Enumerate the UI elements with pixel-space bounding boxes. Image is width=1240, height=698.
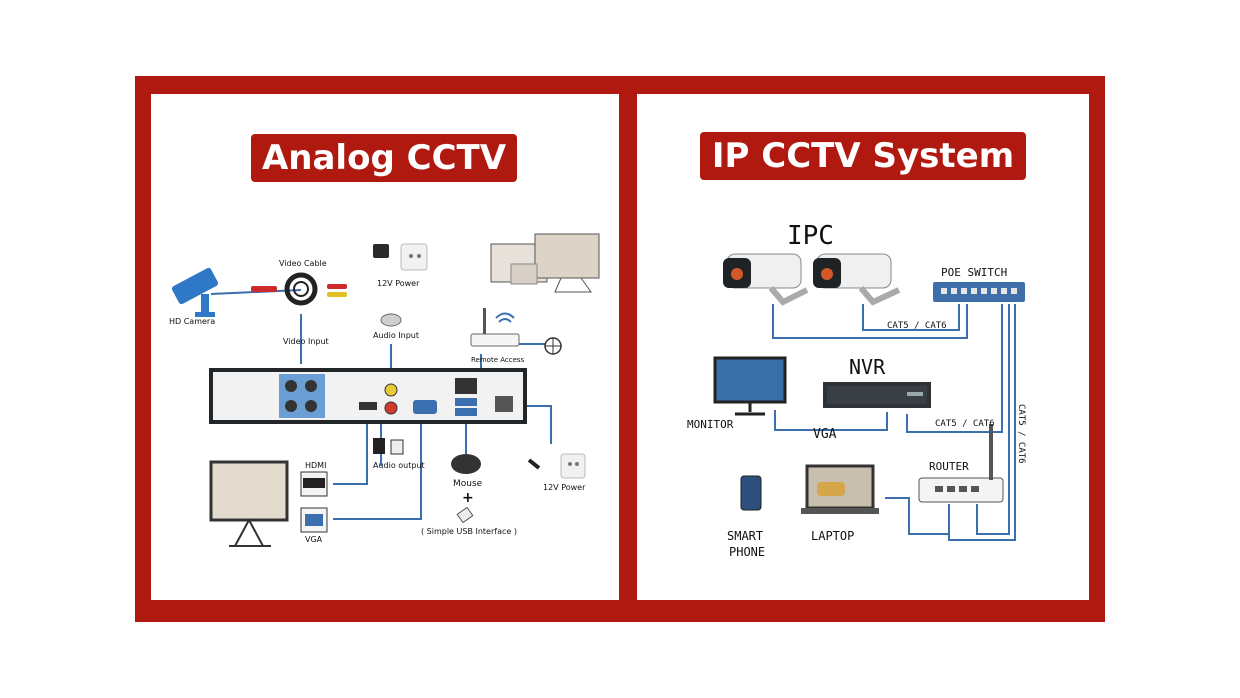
audio-input-icon [380, 313, 402, 327]
label-audio-output: Audio output [373, 461, 425, 470]
label-video-cable: Video Cable [279, 259, 327, 268]
dvr-box [209, 368, 527, 424]
nvr-icon [823, 382, 931, 408]
label-remote-access: Remote Access [471, 356, 525, 364]
analog-cctv-panel: Analog CCTV [151, 94, 619, 600]
label-monitor: MONITOR [687, 418, 734, 431]
label-mouse: Mouse [453, 479, 483, 489]
audio-output-icon [373, 438, 404, 455]
ip-cctv-title: IP CCTV System [700, 132, 1026, 180]
power-bottom-icon [527, 453, 586, 479]
label-usb: ( Simple USB Interface ) [421, 527, 517, 536]
monitor-top-icon [490, 233, 600, 293]
smart-phone-icon [740, 475, 762, 511]
label-power-bottom: 12V Power [543, 483, 586, 492]
hd-camera-icon [171, 267, 219, 317]
power-adapter-icon [373, 243, 428, 271]
label-nvr: NVR [849, 355, 886, 379]
ip-camera-icon [723, 253, 809, 306]
analog-diagram: HD Camera Video Cable 12V Power Video In… [169, 233, 600, 547]
usb-icon [456, 506, 474, 524]
ip-camera-icon-2 [813, 253, 901, 306]
monitor-icon [713, 356, 787, 416]
label-smart: SMART [727, 529, 763, 543]
label-cat-vertical: CAT5 / CAT6 [1016, 404, 1026, 464]
ip-cctv-panel: IP CCTV System [637, 94, 1089, 600]
label-cat-top: CAT5 / CAT6 [887, 321, 947, 331]
label-power-top: 12V Power [377, 279, 420, 288]
laptop-icon [801, 464, 879, 514]
label-audio-input: Audio Input [373, 331, 419, 340]
label-vga: VGA [813, 427, 837, 442]
label-cat-mid: CAT5 / CAT6 [935, 419, 995, 429]
label-vga: VGA [305, 535, 323, 544]
label-ipc: IPC [787, 221, 834, 251]
label-router: ROUTER [929, 460, 969, 473]
label-phone: PHONE [729, 545, 765, 559]
frame-border: Analog CCTV [135, 76, 1105, 622]
router-icon [918, 424, 1004, 503]
video-cable-icon [251, 272, 347, 306]
label-hdmi: HDMI [305, 461, 326, 470]
label-video-input: Video Input [283, 337, 329, 346]
monitor-bottom-icon [209, 460, 289, 547]
ip-diagram: IPC POE SWITCH CAT5 / CAT6 NVR MONITOR V… [687, 221, 1026, 559]
label-laptop: LAPTOP [811, 529, 854, 543]
mouse-icon [451, 454, 481, 474]
label-plus: + [462, 490, 474, 506]
router-icon [470, 308, 562, 355]
label-camera: HD Camera [169, 317, 215, 326]
poe-switch-icon [933, 282, 1025, 302]
analog-cctv-title: Analog CCTV [251, 134, 517, 182]
label-poe-switch: POE SWITCH [941, 266, 1007, 279]
